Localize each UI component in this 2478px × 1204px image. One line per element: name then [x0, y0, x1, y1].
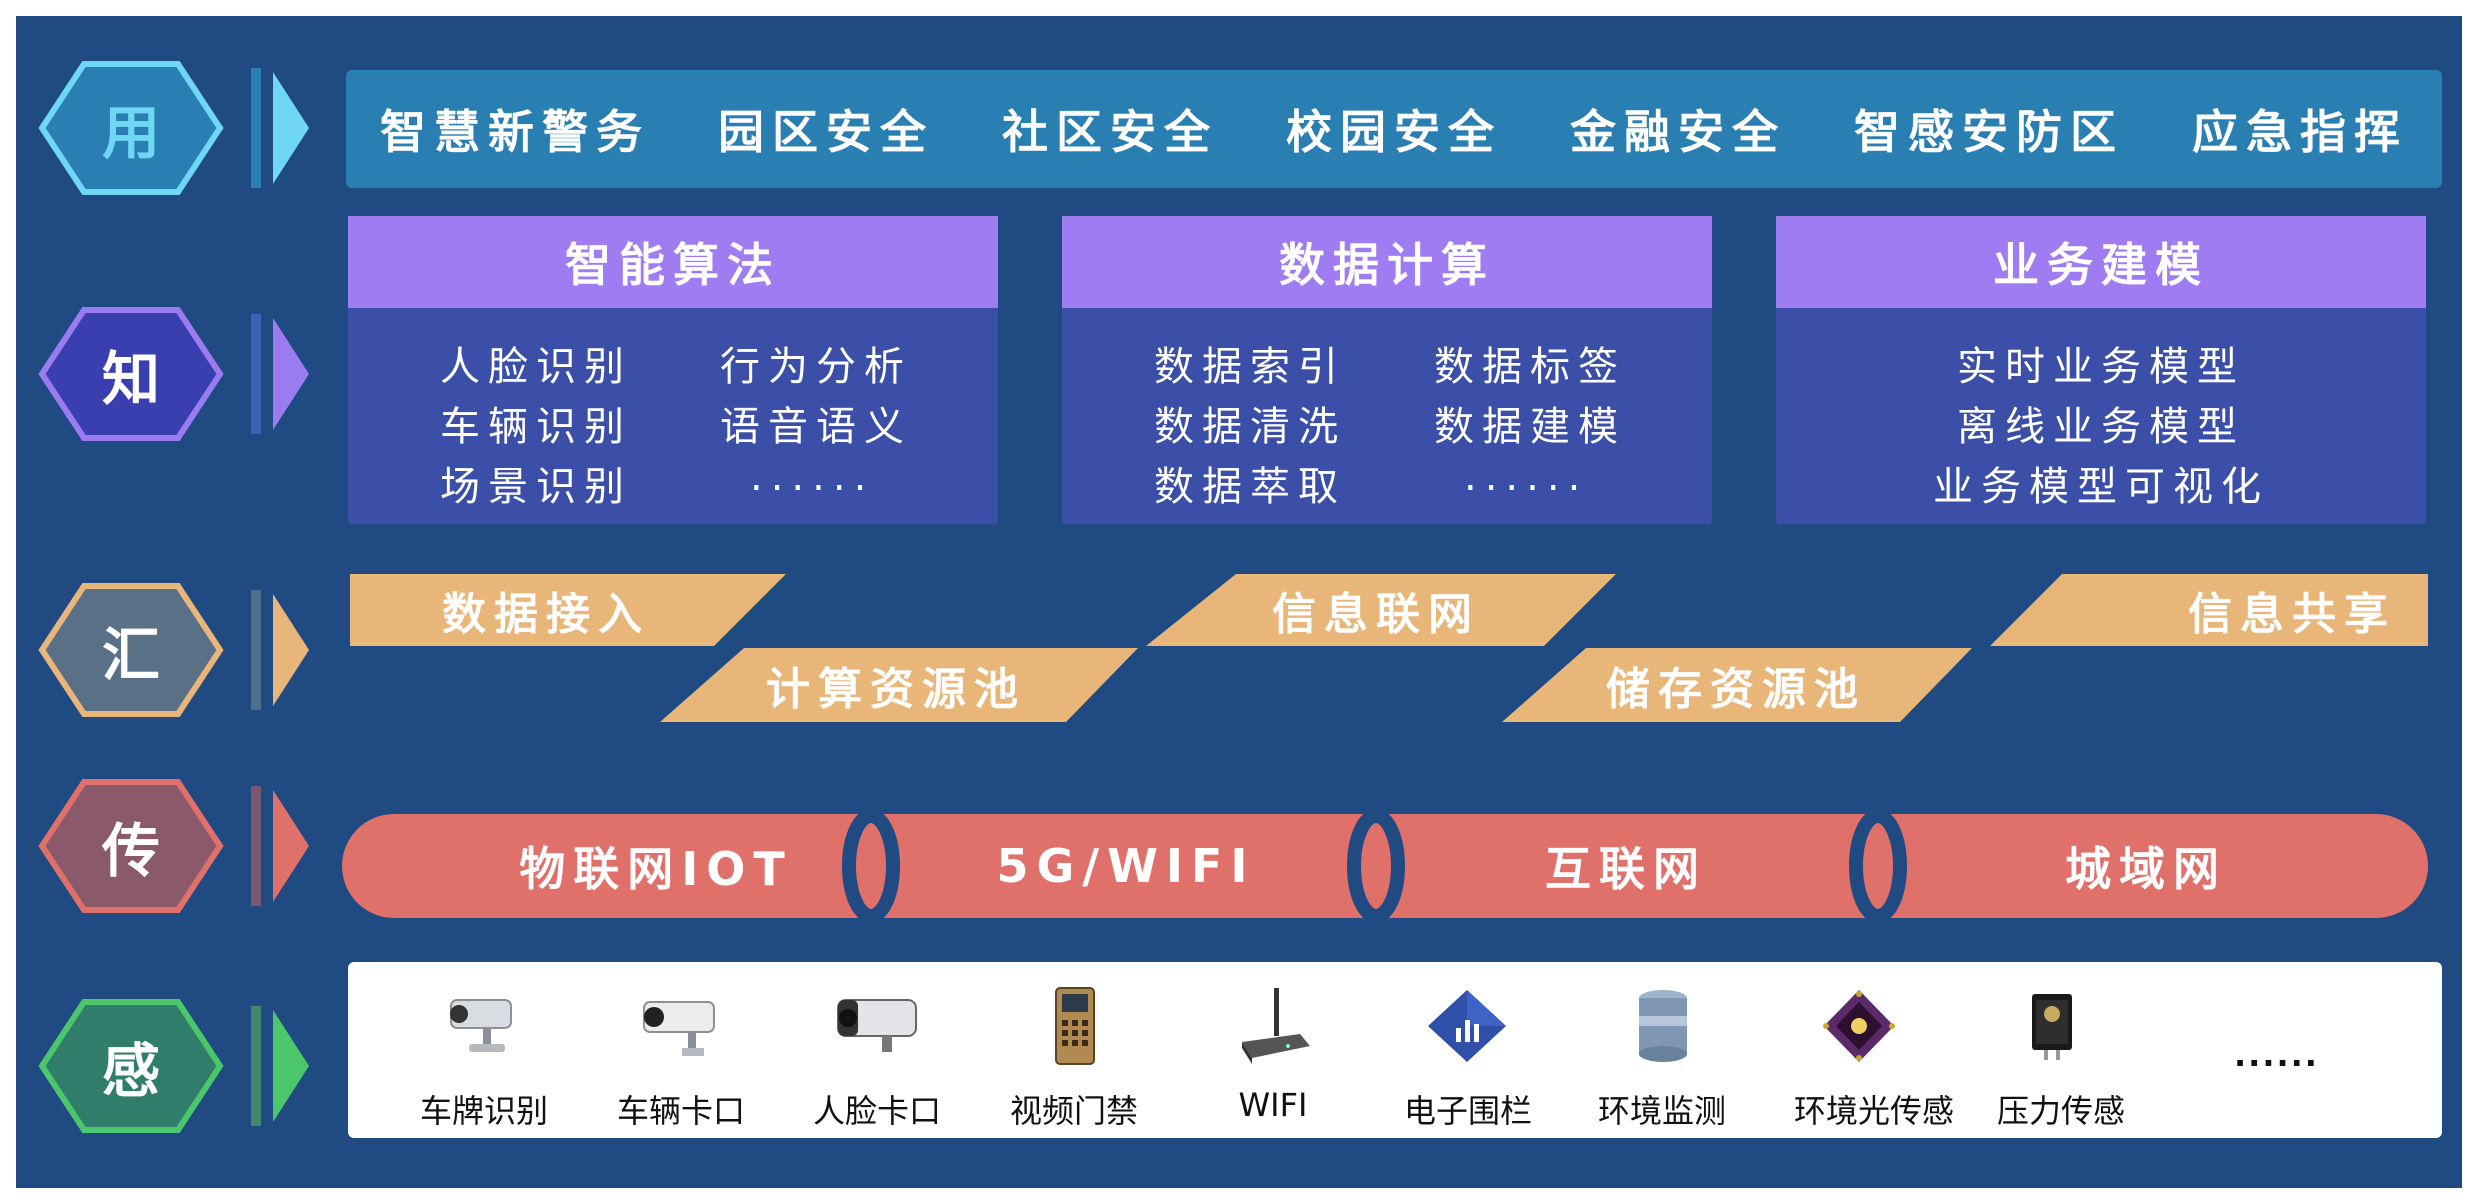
wifi-router-icon: [1242, 988, 1310, 1064]
sensor-label: 环境监测: [1597, 1092, 1726, 1130]
hexagon-badge-icon: [38, 583, 224, 717]
box-camera-icon: [837, 999, 917, 1052]
gather-block-label: 信息联网: [1272, 589, 1480, 640]
pressure-sensor-icon: [2032, 994, 2072, 1060]
architecture-diagram: 用 知 汇 传: [16, 16, 2462, 1188]
gather-block-shape: [1146, 574, 1616, 646]
chain-link-icon: [1849, 809, 1907, 923]
layer-arrow-icon: [251, 314, 309, 434]
panel-item: 业务模型可视化: [1933, 464, 2269, 510]
panel-item: 数据建模: [1434, 404, 1626, 450]
gather-block-label: 信息共享: [2188, 589, 2396, 640]
layer-transmit: 传: [36, 776, 316, 916]
door-access-panel-icon: [1055, 987, 1095, 1065]
panel-title: 数据计算: [1062, 216, 1712, 308]
application-item: 应急指挥: [2192, 105, 2408, 159]
bullet-camera-icon: [450, 999, 512, 1052]
panel-item: ......: [1464, 454, 1589, 500]
network-segment-label: 物联网IOT: [519, 842, 793, 896]
hexagon-badge-icon: [38, 307, 224, 441]
application-item: 智慧新警务: [380, 105, 650, 159]
layer-know: 知: [36, 304, 316, 444]
gather-block-shape: [660, 648, 1138, 722]
gather-block-shape: [1990, 574, 2428, 646]
sensor-more-ellipsis: ......: [2234, 1036, 2319, 1074]
panel-item: 车辆识别: [440, 404, 632, 450]
chain-link-icons: [842, 809, 1907, 923]
panel-item: ......: [750, 454, 875, 500]
chain-link-icon: [1347, 809, 1405, 923]
layer-gather: 汇: [36, 580, 316, 720]
know-panel-computing: 数据计算 数据索引 数据清洗 数据萃取 数据标签 数据建模 ......: [1062, 216, 1712, 524]
sensor-label: 环境光传感: [1793, 1092, 1954, 1130]
application-item: 智感安防区: [1854, 105, 2124, 159]
sensor-label: 车牌识别: [419, 1092, 548, 1130]
panel-item: 数据萃取: [1154, 464, 1346, 510]
gather-block-shape: [350, 574, 786, 646]
gather-block-label: 计算资源池: [766, 664, 1026, 715]
badge-label-use: 用: [101, 99, 160, 167]
panel-item: 数据标签: [1434, 344, 1626, 390]
network-segment-label: 城域网: [2065, 842, 2227, 896]
sensor-label: WIFI: [1238, 1086, 1308, 1124]
panel-item: 离线业务模型: [1957, 404, 2245, 450]
sensor-label: 视频门禁: [1009, 1092, 1138, 1130]
panel-item: 场景识别: [440, 464, 632, 510]
sensor-label: 车辆卡口: [616, 1092, 745, 1130]
application-item: 金融安全: [1570, 105, 1786, 159]
gather-block-label: 储存资源池: [1606, 664, 1866, 715]
network-segment-label: 5G/WIFI: [996, 839, 1256, 893]
panel-title: 智能算法: [348, 216, 998, 308]
panel-item: 语音语义: [720, 404, 912, 450]
badge-label-know: 知: [101, 345, 160, 413]
panel-title: 业务建模: [1776, 216, 2426, 308]
gather-block-shape: [1502, 648, 1972, 722]
panel-item: 行为分析: [720, 344, 912, 390]
badge-label-transmit: 传: [101, 817, 160, 885]
application-bar: 智慧新警务 园区安全 社区安全 校园安全 金融安全 智感安防区 应急指挥: [346, 70, 2442, 188]
layer-sense: 感: [36, 996, 316, 1136]
know-panel-modeling: 业务建模 实时业务模型 离线业务模型 业务模型可视化: [1776, 216, 2426, 524]
environment-sensor-icon: [1639, 990, 1687, 1062]
panel-item: 数据索引: [1154, 344, 1346, 390]
layer-arrow-icon: [251, 590, 309, 710]
layer-arrow-icon: [251, 1006, 309, 1126]
panel-item: 实时业务模型: [1957, 344, 2245, 390]
layer-arrow-icon: [251, 786, 309, 906]
badge-label-sense: 感: [101, 1037, 160, 1105]
layer-arrow-icon: [251, 68, 309, 188]
light-sensor-icon: [1823, 990, 1895, 1062]
panel-item: 数据清洗: [1154, 404, 1346, 450]
layer-use: 用: [36, 58, 316, 198]
checkpoint-camera-icon: [643, 1001, 715, 1056]
badge-label-gather: 汇: [101, 621, 160, 689]
network-segment-label: 互联网: [1545, 842, 1707, 896]
panel-item: 人脸识别: [440, 344, 632, 390]
application-item: 社区安全: [1002, 105, 1218, 159]
sensor-label: 电子围栏: [1403, 1092, 1532, 1130]
chain-link-icon: [842, 809, 900, 923]
know-panel-algorithm: 智能算法 人脸识别 车辆识别 场景识别 行为分析 语音语义 ......: [348, 216, 998, 524]
hexagon-badge-icon: [38, 61, 224, 195]
application-item: 园区安全: [718, 105, 934, 159]
sensor-label: 压力传感: [1996, 1092, 2125, 1130]
gather-block-label: 数据接入: [442, 589, 650, 640]
application-item: 校园安全: [1286, 105, 1502, 159]
electronic-fence-icon: [1428, 990, 1506, 1062]
hexagon-badge-icon: [38, 999, 224, 1133]
gather-shapes: [350, 574, 2428, 722]
hexagon-badge-icon: [38, 779, 224, 913]
sensor-label: 人脸卡口: [812, 1092, 941, 1130]
